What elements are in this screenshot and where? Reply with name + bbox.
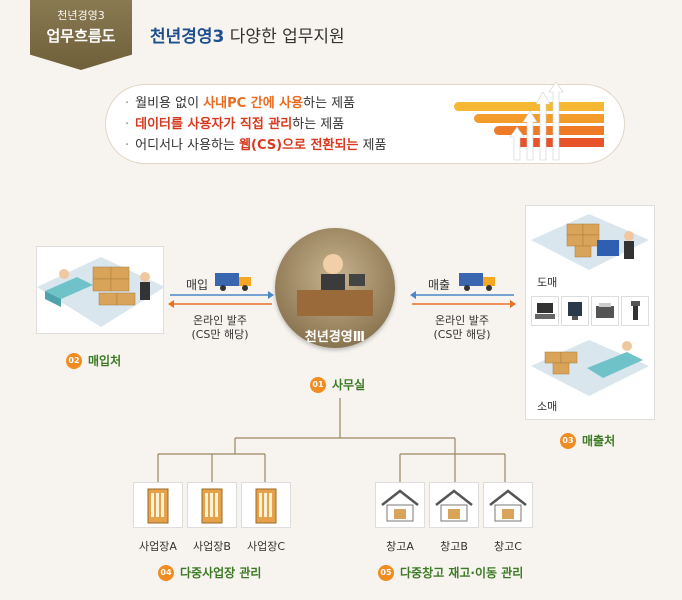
warehouse-icon <box>375 482 425 528</box>
page-title-product: 천년경영3 <box>150 27 224 47</box>
node-label: 다중창고 재고·이동 관리 <box>400 566 523 580</box>
purchase-flow-arrows <box>168 290 274 310</box>
monitor-icon <box>561 296 589 326</box>
page-title: 천년경영3 다양한 업무지원 <box>150 22 345 47</box>
feature-list: ·월비용 없이 사내PC 간에 사용하는 제품 ·데이터를 사용자가 직접 관리… <box>125 93 386 156</box>
site-label: 사업장A <box>128 538 188 554</box>
page-title-text: 다양한 업무지원 <box>224 27 344 47</box>
wholesale-label: 도매 <box>537 274 557 290</box>
node-supplier: 02 매입처 <box>66 350 121 369</box>
node-customer: 03 매출처 <box>560 430 615 449</box>
hub-label: 천년경영Ⅲ <box>275 326 395 345</box>
step-number: 01 <box>310 377 326 393</box>
warehouse-icon <box>429 482 479 528</box>
node-office: 01 사무실 <box>310 374 365 393</box>
site-label: 사업장C <box>236 538 296 554</box>
node-label: 매출처 <box>582 434 615 448</box>
purchase-truck-icon <box>214 270 254 292</box>
barcode-scanner-icon <box>621 296 649 326</box>
step-number: 02 <box>66 353 82 369</box>
pos-terminal-icon <box>531 296 559 326</box>
site-building-icon <box>187 482 237 528</box>
purchase-order-note: 온라인 발주(CS만 해당) <box>174 314 266 342</box>
sales-flow-arrows <box>410 290 516 310</box>
supplier-scene-image <box>36 246 164 334</box>
growth-arrows-icon <box>508 82 568 162</box>
warehouse-icon <box>483 482 533 528</box>
purchase-label: 매입 <box>186 276 208 293</box>
site-building-icon <box>241 482 291 528</box>
header-badge: 천년경영3 업무흐름도 <box>30 0 132 70</box>
warehouse-label: 창고A <box>370 538 430 554</box>
node-multi-warehouse: 05 다중창고 재고·이동 관리 <box>378 562 523 581</box>
node-label: 매입처 <box>88 354 121 368</box>
badge-title: 업무흐름도 <box>30 25 132 46</box>
node-multi-site: 04 다중사업장 관리 <box>158 562 261 581</box>
site-label: 사업장B <box>182 538 242 554</box>
feature-item: ·어디서나 사용하는 웹(CS)으로 전환되는 제품 <box>125 135 386 156</box>
sales-truck-icon <box>458 270 498 292</box>
step-number: 03 <box>560 433 576 449</box>
sales-order-note: 온라인 발주(CS만 해당) <box>416 314 508 342</box>
step-number: 05 <box>378 565 394 581</box>
step-number: 04 <box>158 565 174 581</box>
badge-subtitle: 천년경영3 <box>30 0 132 23</box>
feature-item: ·월비용 없이 사내PC 간에 사용하는 제품 <box>125 93 386 114</box>
feature-item: ·데이터를 사용자가 직접 관리하는 제품 <box>125 114 386 135</box>
node-label: 사무실 <box>332 378 365 392</box>
warehouse-label: 창고B <box>424 538 484 554</box>
sales-label: 매출 <box>428 276 450 293</box>
customer-panel: 도매 소매 <box>525 205 655 420</box>
node-label: 다중사업장 관리 <box>180 566 261 580</box>
pos-devices-row <box>531 296 651 328</box>
wholesale-scene-image: 도매 <box>531 210 649 292</box>
receipt-printer-icon <box>591 296 619 326</box>
site-building-icon <box>133 482 183 528</box>
warehouse-label: 창고C <box>478 538 538 554</box>
hierarchy-connector <box>150 398 550 488</box>
